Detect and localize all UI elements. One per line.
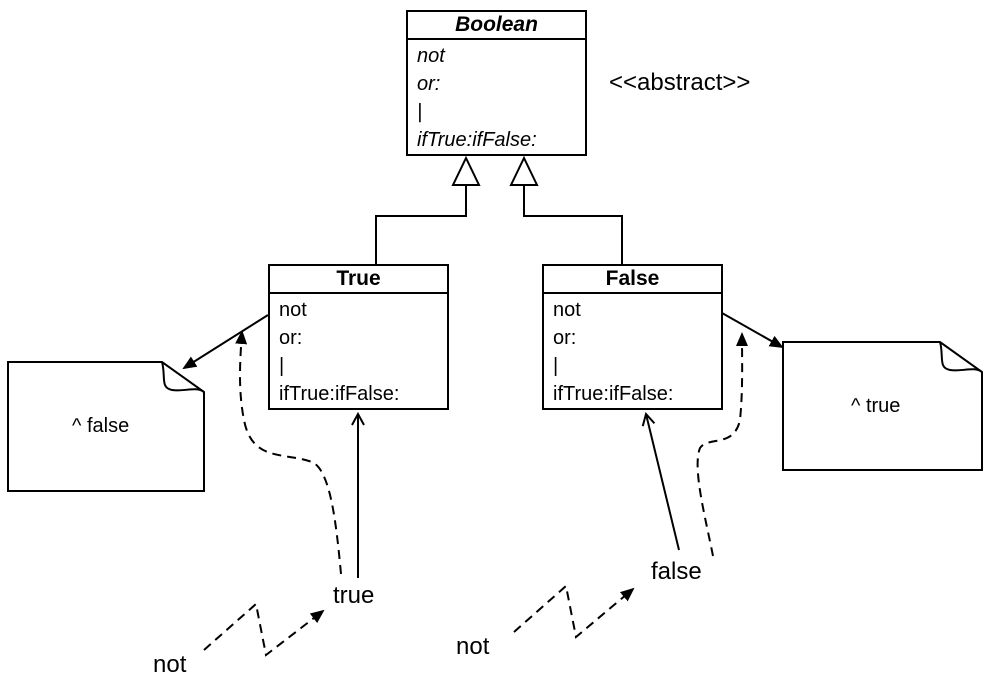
false-method-bar: | xyxy=(553,355,559,377)
boolean-method-or: or: xyxy=(417,73,441,95)
inheritance-false-to-boolean xyxy=(509,155,623,265)
boolean-class-name: Boolean xyxy=(408,12,585,40)
right-not-message-label: not xyxy=(456,633,490,660)
boolean-method-iftrue-iffalse: ifTrue:ifFalse: xyxy=(417,129,537,151)
true-class-methods: not or: | ifTrue:ifFalse: xyxy=(270,294,447,408)
note-true-text: ^ true xyxy=(851,395,901,417)
note-false-text: ^ false xyxy=(72,415,130,437)
inheritance-true-to-boolean xyxy=(375,155,481,265)
false-class: False not or: | ifTrue:ifFalse: xyxy=(542,264,723,410)
boolean-method-bar: | xyxy=(417,101,423,123)
false-class-methods: not or: | ifTrue:ifFalse: xyxy=(544,294,721,408)
abstract-stereotype: <<abstract>> xyxy=(609,69,751,96)
right-message-send-zigzag xyxy=(513,584,635,639)
note-false-shape xyxy=(7,361,205,492)
true-method-not: not xyxy=(279,299,307,321)
true-not-to-note-arrow xyxy=(182,314,269,370)
false-not-to-note-arrow xyxy=(721,312,784,348)
false-class-name: False xyxy=(544,266,721,294)
true-class-name: True xyxy=(270,266,447,294)
true-method-iftrue-iffalse: ifTrue:ifFalse: xyxy=(279,383,400,405)
boolean-class-methods: not or: | ifTrue:ifFalse: xyxy=(408,40,585,154)
true-method-lookup-dashed xyxy=(235,330,342,575)
boolean-method-not: not xyxy=(417,45,445,67)
left-not-message-label: not xyxy=(153,651,187,678)
false-method-or: or: xyxy=(553,327,577,349)
true-class: True not or: | ifTrue:ifFalse: xyxy=(268,264,449,410)
left-message-send-zigzag xyxy=(203,602,325,657)
true-instance-label: true xyxy=(333,582,375,609)
false-instance-label: false xyxy=(651,558,702,585)
false-method-not: not xyxy=(553,299,581,321)
note-true-shape xyxy=(782,341,983,471)
false-instance-of-arrow xyxy=(646,414,680,551)
true-method-or: or: xyxy=(279,327,303,349)
false-method-iftrue-iffalse: ifTrue:ifFalse: xyxy=(553,383,674,405)
true-method-bar: | xyxy=(279,355,285,377)
boolean-class: Boolean not or: | ifTrue:ifFalse: xyxy=(406,10,587,156)
